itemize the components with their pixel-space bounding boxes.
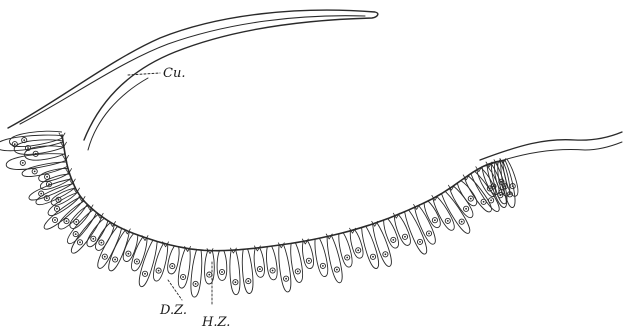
epithelial-cell <box>350 230 363 259</box>
epithelium-cells <box>0 131 518 297</box>
nucleolus <box>470 198 472 200</box>
epithelial-cell <box>191 250 202 297</box>
nucleolus <box>75 233 77 235</box>
nucleolus <box>34 171 36 173</box>
nucleolus <box>66 220 68 222</box>
nucleolus <box>54 219 56 221</box>
epithelial-cell <box>503 159 518 196</box>
nucleolus <box>23 139 25 141</box>
epithelial-cell <box>303 241 314 269</box>
epithelial-cell <box>168 246 179 274</box>
epithelial-cell <box>178 248 190 288</box>
epithelial-cell <box>132 237 148 271</box>
epithelial-cell <box>205 251 215 285</box>
nucleolus <box>104 256 106 258</box>
epithelial-cell <box>442 191 470 233</box>
epithelial-cell <box>424 201 440 228</box>
nucleolus <box>136 261 138 263</box>
nucleolus <box>40 193 42 195</box>
epithelial-cell <box>123 234 138 262</box>
nucleolus <box>322 265 324 267</box>
nucleolus <box>171 265 173 267</box>
nucleolus <box>58 199 60 201</box>
nucleolus <box>434 219 436 221</box>
nucleolus <box>336 269 338 271</box>
epithelial-cell <box>315 238 328 276</box>
apical-border <box>62 135 505 251</box>
nucleolus <box>465 208 467 210</box>
epithelial-cell <box>217 251 227 281</box>
nucleolus <box>483 201 485 203</box>
nucleolus <box>512 185 514 187</box>
epithelial-cell <box>327 236 342 283</box>
nucleolus <box>208 274 210 276</box>
nucleolus <box>79 241 81 243</box>
nucleolus <box>114 259 116 261</box>
nucleolus <box>504 185 506 187</box>
nucleolus <box>46 197 48 199</box>
nucleolus <box>182 276 184 278</box>
epithelial-cell <box>279 245 291 292</box>
nucleolus <box>221 271 223 273</box>
nucleolus <box>235 281 237 283</box>
nucleolus <box>272 270 274 272</box>
nucleolus <box>297 271 299 273</box>
epithelial-cell <box>39 168 70 181</box>
nucleolus <box>27 147 29 149</box>
epithelial-cell <box>394 214 410 245</box>
nucleolus <box>101 242 103 244</box>
epithelial-cell <box>48 193 80 216</box>
nucleolus <box>419 241 421 243</box>
nucleolus <box>346 257 348 259</box>
nucleolus <box>247 280 249 282</box>
nucleolus <box>46 176 48 178</box>
nucleolus <box>75 221 77 223</box>
nucleolus <box>158 270 160 272</box>
nucleolus <box>509 193 511 195</box>
label-cuticle: Cu. <box>163 66 185 81</box>
nucleolus <box>461 221 463 223</box>
nucleolus <box>308 260 310 262</box>
epithelial-cell <box>14 140 64 155</box>
epithelial-cell <box>67 210 96 244</box>
epithelial-cell <box>58 201 87 229</box>
epithelial-cell <box>450 186 473 218</box>
label-dz: D.Z. <box>159 303 187 318</box>
nucleolus <box>372 256 374 258</box>
cuticle-strands <box>8 10 378 150</box>
nucleolus <box>195 283 197 285</box>
nucleolus <box>490 199 492 201</box>
nucleolus <box>144 273 146 275</box>
nucleolus <box>385 253 387 255</box>
nucleolus <box>259 268 261 270</box>
epithelial-cell <box>254 248 264 278</box>
nucleolus <box>493 186 495 188</box>
epithelial-cell <box>230 250 240 295</box>
nucleolus <box>357 249 359 251</box>
nucleolus <box>14 143 16 145</box>
epithelial-cell <box>362 226 379 268</box>
nucleolus <box>447 220 449 222</box>
epithelial-cell <box>464 176 491 212</box>
nucleolus <box>127 253 129 255</box>
nucleolus <box>404 236 406 238</box>
nucleolus <box>56 208 58 210</box>
epithelial-cell <box>267 246 278 280</box>
nucleolus <box>22 162 24 164</box>
nucleolus <box>392 239 394 241</box>
epithelial-cell <box>291 243 303 283</box>
label-hz: H.Z. <box>201 315 230 330</box>
epithelial-cell <box>154 243 168 281</box>
nucleolus <box>92 238 94 240</box>
epithelial-cell <box>373 223 392 267</box>
nucleolus <box>285 278 287 280</box>
nucleolus <box>428 233 430 235</box>
epithelial-cell <box>384 219 399 248</box>
epithelial-cell <box>242 249 253 294</box>
